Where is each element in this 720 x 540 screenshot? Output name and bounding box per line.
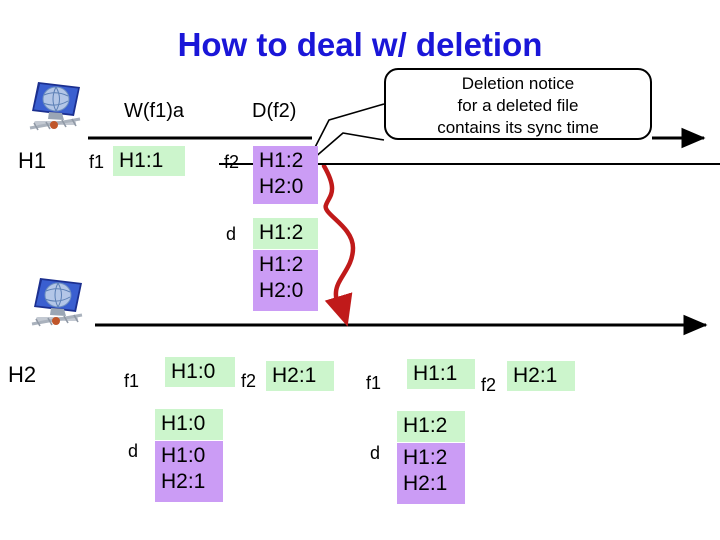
h2-entry-key-f1-a: f1 xyxy=(124,371,140,391)
callout-line-3: contains its sync time xyxy=(437,118,599,137)
version-line: H1:1 xyxy=(413,362,458,385)
networked-computer-icon-h2 xyxy=(26,274,88,332)
version-line: H2:1 xyxy=(161,470,206,493)
h1-version-box-f1: H1:1 xyxy=(113,146,185,176)
callout-bubble: Deletion notice for a deleted file conta… xyxy=(384,68,652,140)
version-line: H1:2 xyxy=(259,221,304,244)
h2-version-box-d-right-purple: H1:2 H2:1 xyxy=(397,443,465,504)
version-line: H1:2 xyxy=(403,414,448,437)
version-line: H1:0 xyxy=(161,412,206,435)
h2-version-box-d-left-purple: H1:0 H2:1 xyxy=(155,441,223,502)
h1-entry-key-f2-deleted: f2 xyxy=(219,152,720,173)
version-line: H2:0 xyxy=(259,175,304,198)
h2-version-box-f2-a: H2:1 xyxy=(266,361,334,391)
host-label-h1: H1 xyxy=(18,148,47,173)
callout-line-2: for a deleted file xyxy=(457,96,579,115)
host-label-h2: H2 xyxy=(8,362,37,387)
h2-version-box-f1-b: H1:1 xyxy=(407,359,475,389)
h2-entry-key-d-right: d xyxy=(370,443,381,463)
slide-title: How to deal w/ deletion xyxy=(177,26,543,63)
h2-entry-key-f2-a: f2 xyxy=(241,371,257,391)
version-line: H1:2 xyxy=(403,446,448,469)
h1-operation-write: W(f1)a xyxy=(124,100,184,122)
h2-entry-key-f2-b: f2 xyxy=(481,375,497,395)
callout-line-1: Deletion notice xyxy=(461,74,575,93)
version-line: H1:0 xyxy=(171,360,216,383)
h2-version-box-d-left-green: H1:0 xyxy=(155,409,223,440)
h1-version-box-f2: H1:2 H2:0 xyxy=(253,146,318,204)
version-line: H1:1 xyxy=(119,149,164,172)
h2-entry-key-f1-b: f1 xyxy=(366,373,382,393)
version-line: H2:0 xyxy=(259,279,304,302)
h1-operation-delete: D(f2) xyxy=(252,100,297,122)
h2-version-box-f1-a: H1:0 xyxy=(165,357,235,387)
networked-computer-icon-h1 xyxy=(24,78,86,136)
h1-entry-key-d: d xyxy=(226,224,237,244)
version-line: H1:2 xyxy=(259,253,304,276)
h2-version-box-d-right-green: H1:2 xyxy=(397,411,465,442)
h1-entry-key-f1: f1 xyxy=(89,152,105,172)
red-propagation-arrow xyxy=(321,163,356,327)
h1-version-box-d-tomb: H1:2 H2:0 xyxy=(253,250,318,311)
h1-version-box-d: H1:2 xyxy=(253,218,318,249)
version-line: H2:1 xyxy=(272,364,317,387)
h2-entry-key-d-left: d xyxy=(128,441,139,461)
version-line: H1:2 xyxy=(259,149,304,172)
version-line: H2:1 xyxy=(403,472,448,495)
version-line: H1:0 xyxy=(161,444,206,467)
version-line: H2:1 xyxy=(513,364,558,387)
h2-version-box-f2-b: H2:1 xyxy=(507,361,575,391)
